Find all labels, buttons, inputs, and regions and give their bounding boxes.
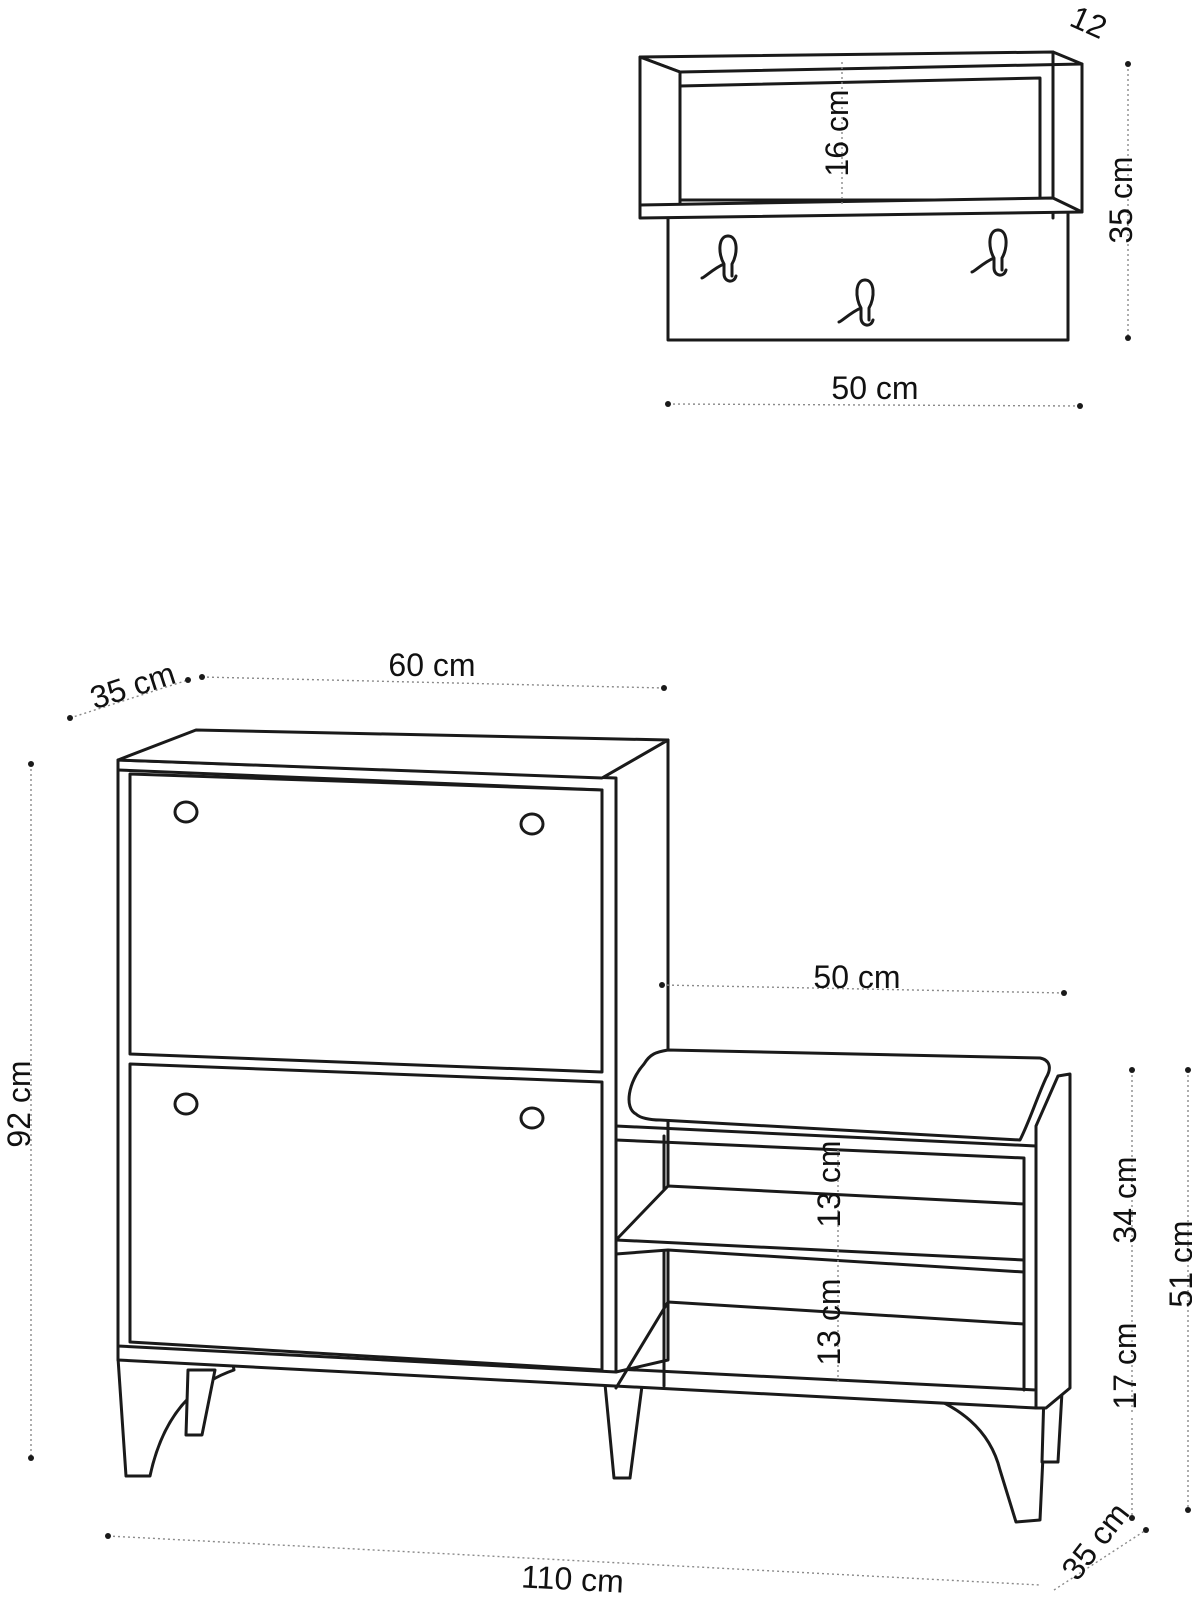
bench-cushion: [627, 1048, 1051, 1142]
bench-depth-label: 35 cm: [1054, 1496, 1136, 1587]
shelf-inner-height-label: 16 cm: [819, 89, 855, 176]
shelf-bottom-board: [638, 196, 1084, 220]
cabinet-leg: [116, 1356, 236, 1478]
door-knob-icon: [173, 800, 199, 824]
bench-depth-line: [1053, 1529, 1147, 1591]
bench-width-line: [661, 984, 1065, 994]
bench-upper-height-label: 34 cm: [1107, 1156, 1143, 1243]
bench-total-height-label: 51 cm: [1163, 1220, 1192, 1307]
cabinet-upper-door: [128, 772, 604, 1074]
shelf-right-side: [1051, 50, 1084, 220]
cabinet-width-label: 60 cm: [388, 647, 475, 683]
leg-height-label: 17 cm: [1107, 1322, 1143, 1409]
coat-hook-icon: [970, 228, 1008, 277]
cabinet-leg: [184, 1368, 217, 1437]
total-width-label: 110 cm: [520, 1558, 624, 1599]
door-knob-icon: [173, 1092, 199, 1116]
shoe-cabinet: 35 cm 60 cm 92 cm 50 cm 13 cm 13 cm 34 c…: [1, 647, 1192, 1600]
wall-shelf: 12 16 cm 35 cm 50 cm: [638, 0, 1139, 409]
cabinet-leg: [910, 1388, 1048, 1524]
bench-lower-shelf: [614, 1300, 1026, 1390]
cabinet-top: [116, 728, 670, 780]
shelf-height-label: 35 cm: [1103, 156, 1139, 243]
cabinet-lower-door: [128, 1062, 604, 1372]
bench-middle-shelf-edge: [614, 1238, 1026, 1262]
shelf-depth-label: 12: [1065, 0, 1112, 46]
cabinet-base-board: [116, 1342, 1038, 1410]
coat-hook-icon: [700, 234, 738, 283]
shelf-top-board: [638, 50, 1084, 74]
coat-hook-icon: [837, 278, 875, 327]
door-knob-icon: [519, 812, 545, 836]
total-height-label: 92 cm: [1, 1060, 37, 1147]
door-knob-icon: [519, 1106, 545, 1130]
shelf-width-label: 50 cm: [831, 370, 918, 406]
shelf-height-upper-label: 13 cm: [811, 1140, 847, 1227]
total-width-line: [107, 1535, 1041, 1586]
bench-shelf-frame: [614, 1124, 1038, 1392]
cabinet-depth-line: [69, 679, 189, 719]
cabinet-depth-label: 35 cm: [86, 655, 180, 716]
shelf-width-line: [667, 403, 1081, 407]
shelf-left-side: [638, 55, 682, 214]
shelf-height-lower-label: 13 cm: [811, 1278, 847, 1365]
cabinet-width-line: [201, 676, 665, 689]
shelf-inner-frame: [678, 76, 1042, 202]
bench-side-panel: [1034, 1072, 1072, 1410]
bench-width-label: 50 cm: [813, 959, 900, 995]
cabinet-leg: [603, 1382, 644, 1480]
bench-middle-shelf: [614, 1184, 1026, 1274]
